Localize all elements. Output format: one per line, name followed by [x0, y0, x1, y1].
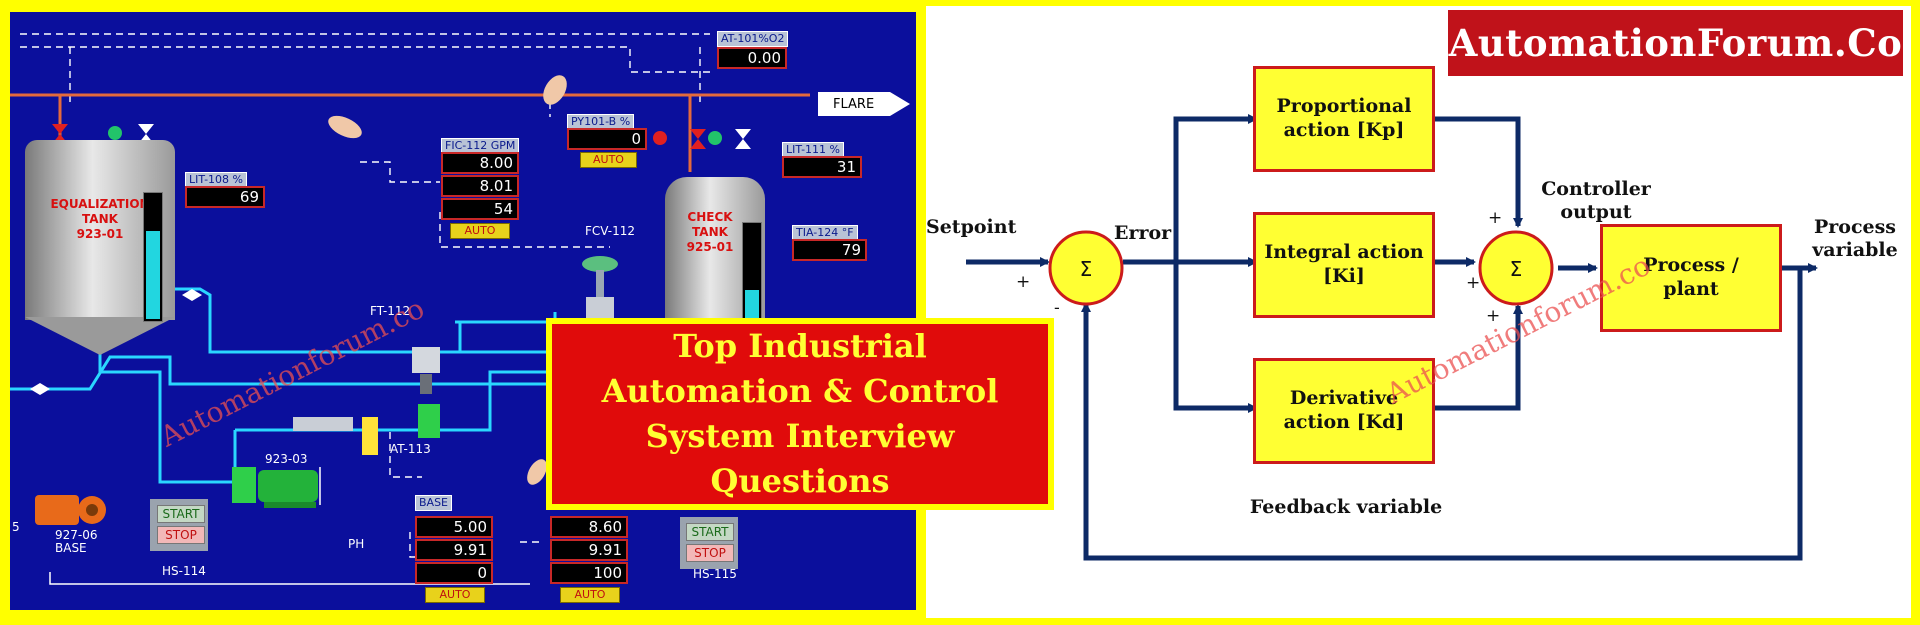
proportional-out-arrow — [1435, 116, 1523, 228]
base-tag: BASE — [415, 495, 453, 511]
at113-analyzer — [362, 404, 440, 455]
edge-label: 5 — [12, 520, 20, 534]
hs115-label: HS-115 — [693, 567, 737, 581]
hs114-stop-button[interactable]: STOP — [157, 526, 205, 544]
sigma-symbol-1: Σ — [1080, 257, 1093, 281]
pump-927-06 — [35, 495, 106, 525]
pump-923-03 — [232, 417, 353, 508]
controller-output-label: Controller output — [1541, 178, 1651, 223]
plus-sign-setpoint: + — [1016, 272, 1031, 292]
proportional-block: Proportional action [Kp] — [1253, 66, 1435, 172]
plus-sign-proportional: + — [1488, 208, 1503, 228]
base-output: 0 — [415, 562, 493, 584]
ph-setpoint: 8.60 — [550, 516, 628, 538]
brand-banner: AutomationForum.Co — [1448, 10, 1903, 76]
feedback-arrow — [1081, 265, 1803, 561]
error-label: Error — [1114, 222, 1172, 244]
derivative-block: Derivative action [Kd] — [1253, 358, 1435, 464]
ph-auto-button[interactable]: AUTO — [560, 587, 620, 603]
sigma-symbol-2: Σ — [1510, 257, 1523, 281]
fic112-auto-button[interactable]: AUTO — [450, 223, 510, 239]
title-banner: Top Industrial Automation & Control Syst… — [546, 318, 1054, 510]
at113-label: AT-113 — [390, 442, 431, 456]
hs114-start-button[interactable]: START — [157, 505, 205, 523]
hs115-stop-button[interactable]: STOP — [686, 544, 734, 562]
pid-diagram: Σ Σ AutomationForum.Co Proportional acti… — [926, 6, 1911, 618]
flare-arrow — [818, 92, 910, 116]
lit111-level-fill — [745, 290, 759, 321]
integral-block: Integral action [Ki] — [1253, 212, 1435, 318]
ft112-label: FT-112 — [370, 304, 411, 318]
summing-junction-2 — [1478, 230, 1554, 306]
setpoint-label: Setpoint — [926, 216, 1017, 238]
pid-arrows: Σ Σ — [966, 114, 1818, 561]
process-variable-label: Process variable — [1812, 216, 1898, 261]
tia124-display: 79 — [792, 239, 867, 261]
fcv112-label: FCV-112 — [585, 224, 636, 238]
lit108-level-fill — [146, 230, 160, 319]
base-setpoint: 5.00 — [415, 516, 493, 538]
equalization-tank-label: EQUALIZATION TANK 923-01 — [50, 197, 150, 241]
minus-sign-feedback: - — [1054, 298, 1060, 318]
hs115-start-button[interactable]: START — [686, 523, 734, 541]
fic112-pv: 8.01 — [441, 175, 519, 197]
base-pv: 9.91 — [415, 539, 493, 561]
lit108-display: 69 — [185, 186, 265, 208]
process-block: Process / plant — [1600, 224, 1782, 332]
ft112-transmitter — [412, 347, 440, 394]
plus-sign-integral: + — [1466, 273, 1481, 293]
derivative-out-arrow — [1435, 304, 1523, 411]
operator-hands — [328, 75, 567, 485]
ph-label: PH — [348, 537, 365, 551]
control-valve-fcv112 — [582, 256, 618, 319]
hmi-screen: EQUALIZATION TANK 923-01 CHECK TANK 925-… — [10, 12, 916, 610]
py101-auto-button[interactable]: AUTO — [580, 152, 637, 168]
flare-label: FLARE — [833, 97, 875, 112]
py101-display: 0 — [567, 128, 647, 150]
feedback-label: Feedback variable — [1249, 496, 1443, 518]
pump927-label: 927-06 BASE — [55, 528, 98, 556]
ph-output: 100 — [550, 562, 628, 584]
fic112-output: 54 — [441, 198, 519, 220]
summing-junction-1 — [1048, 230, 1124, 306]
at101-tag: AT-101%O2 — [717, 31, 789, 47]
hs114-label: HS-114 — [162, 564, 206, 578]
lit111-level-bar — [742, 222, 762, 324]
to-proportional-arrow — [1173, 114, 1258, 262]
lit111-tag: LIT-111 % — [782, 142, 844, 158]
pump923-label: 923-03 — [265, 452, 308, 466]
white-lines — [49, 467, 530, 585]
plus-sign-derivative: + — [1486, 306, 1501, 326]
at101-display: 0.00 — [717, 47, 787, 69]
base-auto-button[interactable]: AUTO — [425, 587, 485, 603]
equalization-tank-cone — [25, 317, 175, 355]
lit108-level-bar — [143, 192, 163, 322]
fic112-setpoint: 8.00 — [441, 152, 519, 174]
ph-pv: 9.91 — [550, 539, 628, 561]
lit111-display: 31 — [782, 156, 862, 178]
to-derivative-arrow — [1173, 262, 1258, 413]
signal-lines — [20, 33, 710, 558]
check-tank-label: CHECK TANK 925-01 — [686, 210, 734, 254]
